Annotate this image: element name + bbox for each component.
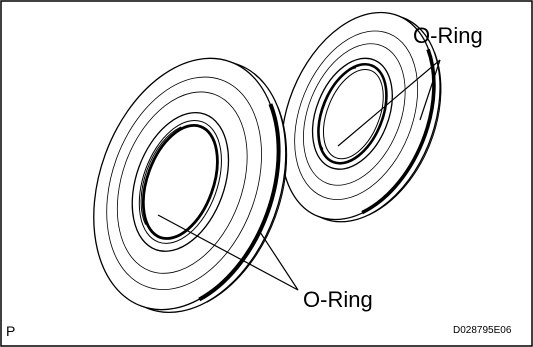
oring-label-bottom: O-Ring — [303, 287, 373, 312]
seal-right — [280, 11, 442, 223]
leader-lines-bottom — [157, 214, 299, 291]
figure-code: D028795E06 — [453, 325, 512, 336]
seal-left — [93, 57, 288, 314]
corner-letter-p: P — [6, 323, 15, 339]
leader-lines-top — [337, 59, 441, 147]
oring-label-top: O-Ring — [413, 23, 483, 48]
